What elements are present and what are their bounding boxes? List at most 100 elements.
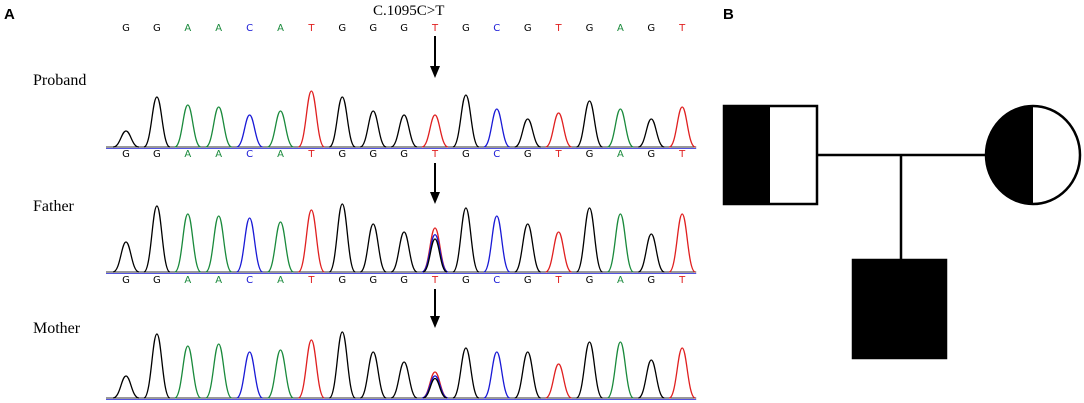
sequence-base-letter: A	[277, 275, 284, 286]
panel-a-label: A	[4, 6, 15, 23]
sequence-base-letter: T	[307, 149, 315, 160]
sequence-base-letter: G	[524, 149, 532, 160]
chromatogram-peak	[174, 345, 202, 399]
sequence-base-letter: A	[184, 275, 191, 286]
chromatogram-peak	[205, 343, 233, 399]
chromatogram-peak	[328, 203, 356, 273]
chromatogram-peak	[359, 351, 387, 399]
panel-b-label: B	[723, 6, 734, 23]
sequence-base-letter: A	[617, 23, 624, 34]
chromatogram-peak	[514, 223, 542, 273]
chromatogram-peak	[112, 375, 140, 399]
chromatogram-peak	[483, 108, 511, 148]
chromatogram-peak	[235, 217, 264, 273]
sequence-base-letter: G	[524, 23, 532, 34]
sequence-base-letter: C	[493, 23, 500, 34]
chromatogram-peak	[545, 231, 572, 273]
sequence-base-letter: G	[462, 149, 470, 160]
chromatogram-peak	[266, 349, 295, 399]
sequence-base-letter: T	[307, 275, 315, 286]
chromatogram-peak	[328, 96, 356, 148]
chromatogram-peak	[668, 106, 696, 148]
chromatogram-peak	[483, 351, 511, 399]
chromatogram-peak	[606, 341, 635, 399]
chromatogram-peak	[514, 351, 542, 399]
sequence-base-letter: G	[369, 23, 377, 34]
chromatogram-peak	[205, 215, 233, 273]
mutation-arrow-head	[430, 192, 440, 204]
chromatogram-peak	[297, 209, 326, 273]
chromatogram-peak	[390, 114, 418, 148]
sequence-base-letter: G	[647, 23, 655, 34]
chromatogram-traces	[106, 90, 697, 400]
chromatogram-peak	[235, 351, 264, 399]
sequence-base-letter: T	[431, 275, 439, 286]
sequence-base-letter: G	[586, 149, 594, 160]
sequence-base-letter: G	[400, 275, 408, 286]
sequence-base-letter: G	[153, 275, 161, 286]
chromatogram-peak	[112, 241, 140, 273]
chromatogram-peak	[545, 112, 572, 148]
chromatogram-peak	[514, 118, 541, 148]
chromatogram-peak	[143, 333, 171, 399]
sequence-base-letter: G	[369, 149, 377, 160]
sequence-base-letter: T	[431, 149, 439, 160]
sequence-base-letter: G	[153, 149, 161, 160]
sequence-base-letter: G	[338, 149, 346, 160]
sequence-base-letter: A	[184, 23, 191, 34]
chromatogram-peak	[390, 231, 418, 273]
chromatogram-peak	[637, 359, 665, 399]
chromatogram-peak	[328, 331, 356, 399]
sequence-base-letter: T	[307, 23, 315, 34]
sequence-base-letter: G	[400, 23, 408, 34]
chromatogram-peak	[668, 347, 696, 399]
mutation-arrows	[430, 36, 440, 328]
sequence-base-letter: T	[678, 23, 686, 34]
sample-label-father: Father	[33, 198, 74, 215]
sequence-base-letter: G	[122, 149, 130, 160]
sample-label-proband: Proband	[33, 72, 87, 89]
sequence-base-letter: A	[277, 149, 284, 160]
sequence-base-letter: A	[184, 149, 191, 160]
sequence-base-letter: A	[617, 275, 624, 286]
chromatogram-peak-g	[422, 377, 448, 399]
mutation-arrow-head	[430, 66, 440, 78]
chromatogram-peak	[452, 94, 480, 148]
sequence-base-letter: G	[462, 23, 470, 34]
sequence-base-letter: A	[215, 275, 222, 286]
sequence-base-letter: A	[277, 23, 284, 34]
chromatogram-peak	[205, 106, 233, 148]
chromatogram-peak	[359, 110, 387, 148]
chromatogram-peak	[174, 104, 202, 148]
chromatogram-peak	[545, 363, 572, 399]
chromatogram-peak	[112, 130, 140, 148]
sequence-base-letter: T	[678, 149, 686, 160]
sequence-base-letter: G	[647, 275, 655, 286]
sequence-base-letter: G	[462, 275, 470, 286]
chromatogram-peak	[174, 213, 202, 273]
sequence-base-letter: C	[493, 275, 500, 286]
sequence-base-letter: G	[153, 23, 161, 34]
chromatogram-peak-c	[421, 375, 449, 399]
chromatogram-peak	[236, 114, 263, 148]
sequence-base-letter: G	[586, 23, 594, 34]
sequence-base-letter: T	[678, 275, 686, 286]
sequence-base-letter: C	[246, 23, 253, 34]
chromatogram-peak	[297, 90, 326, 148]
chromatogram-peak	[606, 213, 635, 273]
chromatogram-peak	[575, 100, 604, 148]
sequence-base-letter: T	[555, 23, 563, 34]
sequence-base-letter: C	[493, 149, 500, 160]
sequence-base-letter: A	[617, 149, 624, 160]
sequence-base-letter: G	[122, 23, 130, 34]
sequence-base-letter: A	[215, 149, 222, 160]
sequence-base-letter: G	[122, 275, 130, 286]
sequence-base-letter: G	[338, 23, 346, 34]
chromatogram-peak	[143, 205, 171, 273]
sequence-letter-rows: G G A A C A T G G G T G C G T G A G T G G A A C A T G G G T G C G T G A G T G G…	[122, 23, 686, 286]
chromatogram-peak-c	[421, 233, 449, 273]
chromatogram-peak	[575, 341, 604, 399]
chromatogram-peak	[607, 108, 634, 148]
pedigree-father-symbol	[722, 104, 819, 206]
